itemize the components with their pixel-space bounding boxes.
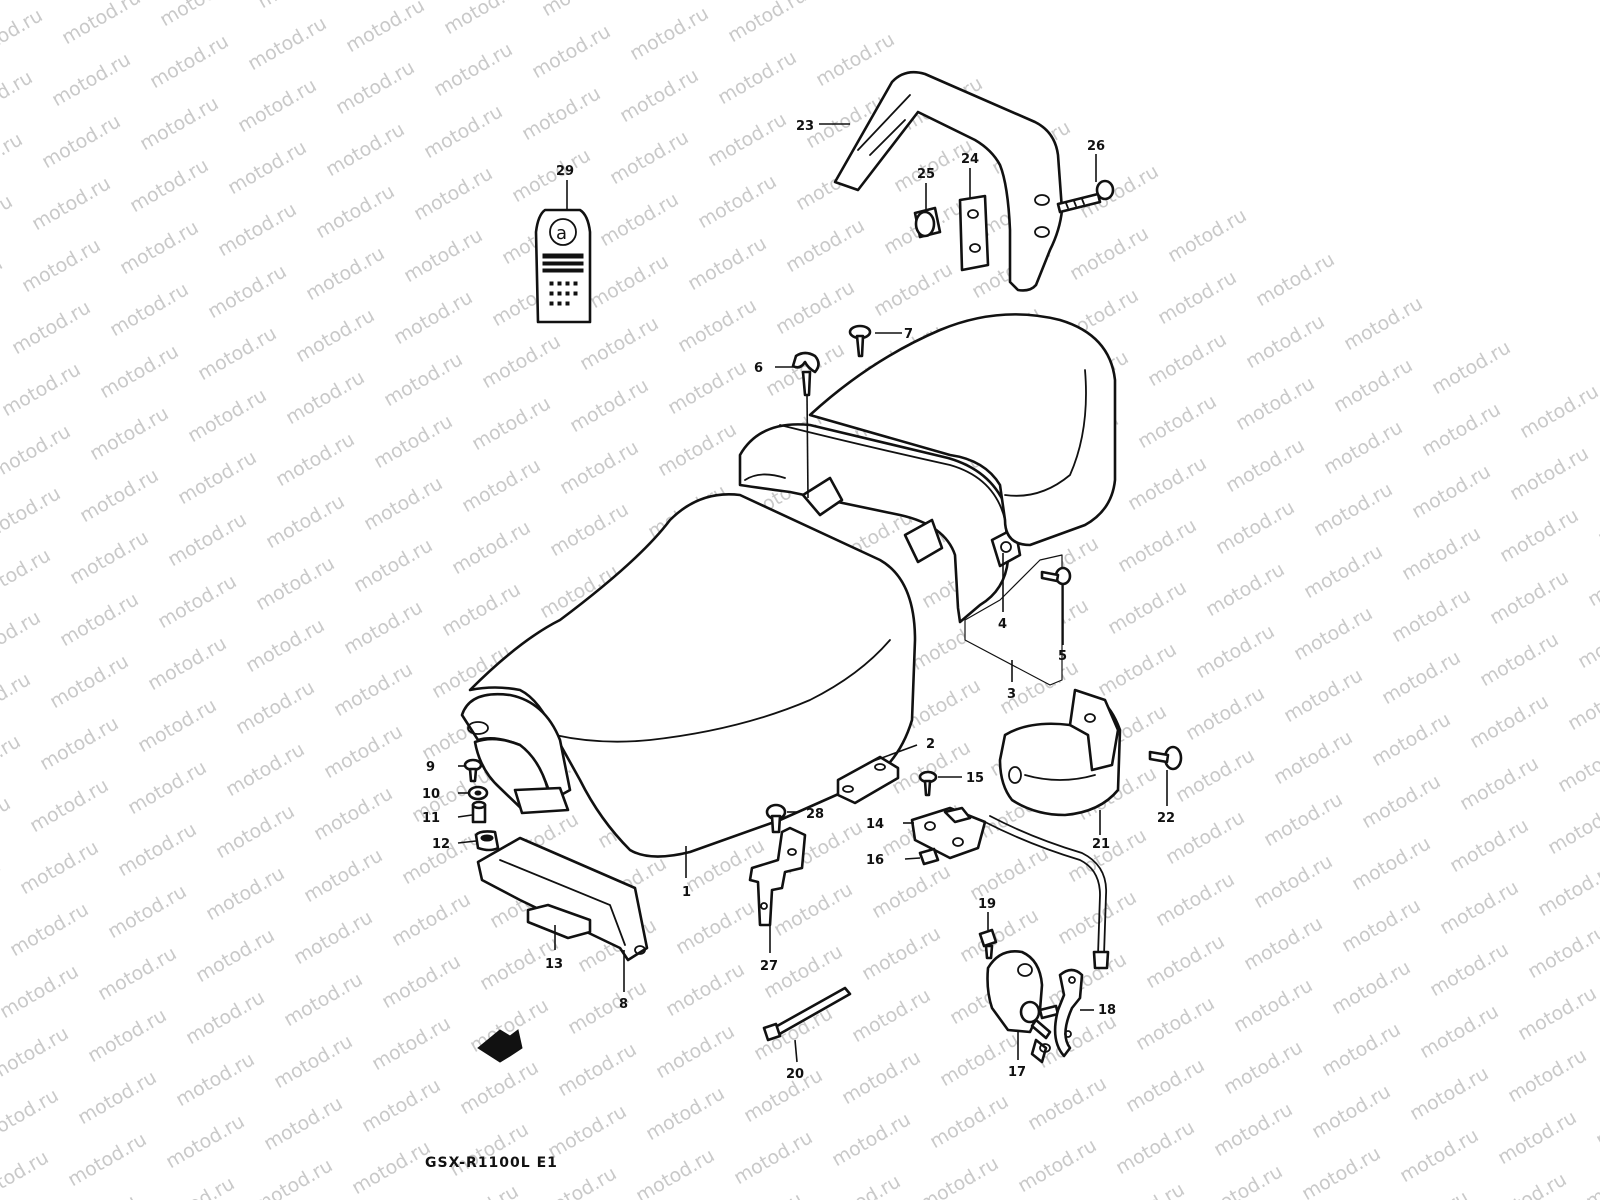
screw-5-part	[1040, 566, 1072, 586]
collar-25-part	[913, 206, 942, 239]
callout-26: 26	[1087, 139, 1105, 154]
callout-10: 10	[422, 787, 440, 802]
model-caption: GSX-R1100L E1	[425, 1155, 558, 1171]
pad-13-part	[526, 903, 592, 940]
callout-24: 24	[961, 152, 979, 167]
bracket-8-part	[476, 836, 649, 962]
washer-10-part	[467, 785, 489, 801]
callout-4: 4	[998, 617, 1007, 632]
callout-17: 17	[1008, 1065, 1026, 1080]
callout-15: 15	[966, 771, 984, 786]
callout-25: 25	[917, 167, 935, 182]
nut-16-part	[918, 847, 940, 866]
plate-24-part	[958, 194, 990, 272]
callout-27: 27	[760, 959, 778, 974]
bolt-28-part	[765, 803, 787, 834]
bolt-26-part	[1056, 179, 1115, 214]
callout-6: 6	[754, 361, 763, 376]
callout-21: 21	[1092, 837, 1110, 852]
grab-rail-part	[833, 70, 1064, 292]
warning-label-part: a	[534, 208, 592, 324]
front-direction-arrow	[477, 1029, 523, 1063]
callout-labels: 29 23 25 24 26 7 6 4 5 3 2 15 14 16 28 1…	[422, 119, 1175, 1082]
callout-28: 28	[806, 807, 824, 822]
screw-9-part	[463, 758, 483, 783]
screw-7-part	[848, 324, 872, 358]
callout-3: 3	[1007, 687, 1016, 702]
callout-22: 22	[1157, 811, 1175, 826]
callout-16: 16	[866, 853, 884, 868]
callout-11: 11	[422, 811, 440, 826]
callout-29: 29	[556, 164, 574, 179]
latch-plate-part	[910, 806, 1110, 970]
pillion-seat-part	[808, 313, 1117, 547]
bolt-19-part	[978, 928, 998, 960]
svg-text:a: a	[556, 223, 567, 244]
callout-19: 19	[978, 897, 996, 912]
main-seat-part	[460, 493, 917, 858]
screw-22-part	[1148, 745, 1183, 771]
tail-cover-part	[998, 688, 1122, 817]
bracket-2-part	[836, 755, 900, 805]
bracket-27-part	[748, 826, 807, 927]
callout-9: 9	[426, 760, 435, 775]
callout-1: 1	[682, 885, 691, 900]
wing-bolt-6-part	[791, 351, 820, 397]
latch-hook-part	[1053, 968, 1084, 1058]
seat-lock-part	[986, 950, 1060, 1064]
callout-7: 7	[904, 327, 913, 342]
callout-2: 2	[926, 737, 935, 752]
callout-5: 5	[1058, 649, 1067, 664]
callout-14: 14	[866, 817, 884, 832]
callout-18: 18	[1098, 1003, 1116, 1018]
callout-13: 13	[545, 957, 563, 972]
grommet-12-part	[474, 830, 500, 852]
screw-15-part	[918, 770, 938, 797]
leader-lines	[457, 123, 1168, 1063]
callout-20: 20	[786, 1067, 804, 1082]
rod-20-part	[762, 986, 852, 1042]
callout-23: 23	[796, 119, 814, 134]
collar-11-part	[471, 800, 487, 824]
callout-8: 8	[619, 997, 628, 1012]
callout-12: 12	[432, 837, 450, 852]
